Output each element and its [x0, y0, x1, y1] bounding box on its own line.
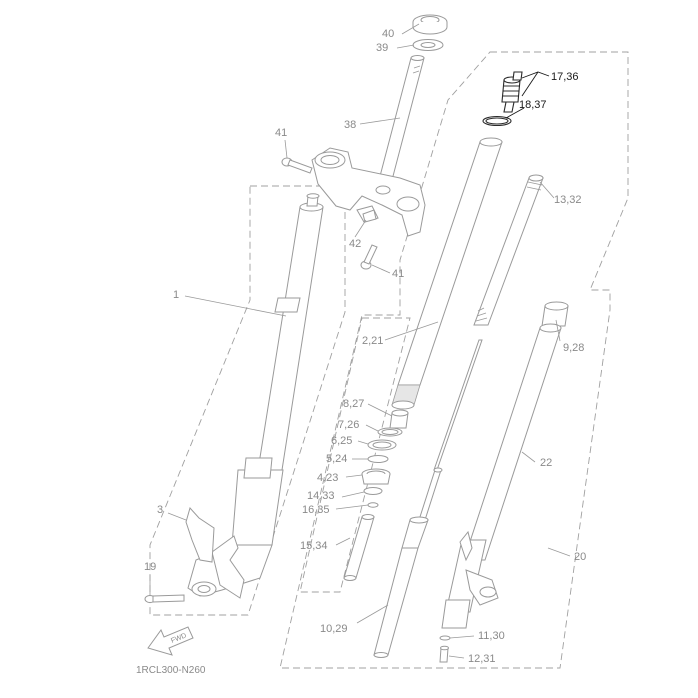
callout-16-35: 16,35	[302, 504, 330, 516]
under-bracket	[311, 147, 426, 237]
diagram-code: 1RCL300-N260	[136, 665, 206, 676]
washer-part-7-26	[377, 427, 403, 437]
bushing-part-8-27	[389, 409, 409, 429]
inner-parts-group-outline	[299, 317, 411, 593]
callout-3: 3	[157, 504, 163, 516]
o-ring-part-18-37	[482, 115, 512, 127]
bolt-part-41-lower	[360, 244, 378, 270]
callout-1: 1	[173, 289, 179, 301]
clip-part-5-24	[367, 455, 389, 463]
outer-tube-part-2-21	[391, 137, 503, 410]
callout-9-28: 9,28	[563, 342, 584, 354]
callout-5-24: 5,24	[326, 453, 347, 465]
top-nut-part-40	[412, 14, 448, 35]
bolt-part-41-upper	[281, 157, 313, 174]
callout-39: 39	[376, 42, 388, 54]
callout-7-26: 7,26	[338, 419, 359, 431]
callout-2-21: 2,21	[362, 335, 383, 347]
callout-22: 22	[540, 457, 552, 469]
callout-4-23: 4,23	[317, 472, 338, 484]
callout-11-30: 11,30	[478, 630, 505, 642]
callout-38: 38	[344, 119, 356, 131]
damper-cap-part-17-36	[501, 71, 523, 113]
bolt-part-42	[362, 209, 377, 223]
fork-bottom-part-20	[441, 530, 499, 629]
leader-lines	[149, 23, 571, 659]
washer-part-14-33	[363, 487, 383, 495]
callout-19: 19	[144, 561, 156, 573]
collar-part-15-34	[343, 514, 375, 581]
oil-seal-part-6-25	[367, 439, 397, 451]
callout-18-37: 18,37	[519, 99, 547, 111]
steering-stem-part-38	[378, 55, 425, 181]
washer-part-39	[412, 39, 444, 51]
damper-rod	[418, 339, 483, 521]
left-fork-assembly-part-1	[185, 193, 324, 599]
callout-14-33: 14,33	[307, 490, 335, 502]
right-fork-group-outline	[279, 51, 629, 669]
callout-42: 42	[349, 238, 361, 250]
washer-part-11-30	[439, 635, 451, 641]
dust-seal-part-4-23	[361, 468, 391, 485]
ring-part-16-35	[367, 502, 379, 508]
fwd-arrow-icon: FWD	[147, 626, 194, 656]
callout-41-lower: 41	[392, 268, 404, 280]
callout-12-31: 12,31	[468, 653, 496, 665]
callout-17-36: 17,36	[551, 71, 579, 83]
cartridge-part-10-29	[373, 516, 429, 658]
callout-40: 40	[382, 28, 394, 40]
callout-20: 20	[574, 551, 586, 563]
callout-6-25: 6,25	[331, 435, 352, 447]
callout-13-32: 13,32	[554, 194, 582, 206]
callout-41-upper: 41	[275, 127, 287, 139]
callout-8-27: 8,27	[343, 398, 364, 410]
slide-bushing-part-9-28	[541, 301, 569, 327]
callout-15-34: 15,34	[300, 540, 328, 552]
bolt-part-12-31	[439, 645, 449, 663]
axle-bolt-part-19	[144, 594, 185, 603]
inner-tube-part-22	[463, 323, 562, 561]
spring-part-13-32	[473, 174, 544, 326]
callout-10-29: 10,29	[320, 623, 348, 635]
